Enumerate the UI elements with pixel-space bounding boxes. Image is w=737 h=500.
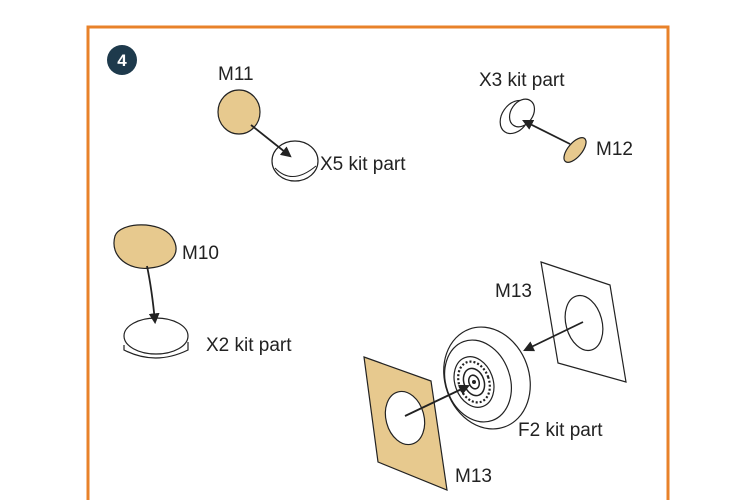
label-m11: M11 (218, 64, 254, 85)
label-x3: X3 kit part (479, 70, 565, 91)
arrow-m13-bottom-f2 (404, 384, 470, 417)
label-m13-bottom: M13 (455, 466, 492, 487)
mask-m13-bottom (363, 356, 448, 491)
label-x2: X2 kit part (206, 335, 292, 356)
label-m12: M12 (596, 139, 633, 160)
arrow-m10-x2 (146, 265, 160, 325)
kit-part-x2 (123, 317, 189, 359)
label-f2: F2 kit part (518, 420, 603, 441)
kit-part-f2-wheel (443, 326, 531, 430)
step-frame (86, 25, 670, 500)
label-m10: M10 (182, 243, 219, 264)
mask-m13-top (540, 261, 627, 383)
arrow-m12-x3 (522, 120, 571, 145)
arrow-m13-top-f2 (523, 321, 584, 352)
step-number: 4 (117, 51, 127, 70)
mask-m11 (217, 89, 261, 135)
mask-m10 (113, 224, 177, 269)
kit-part-x3 (499, 98, 536, 135)
label-x5: X5 kit part (320, 154, 406, 175)
mask-m12 (563, 137, 587, 163)
label-m13-top: M13 (495, 281, 532, 302)
step-badge: 4 (107, 45, 137, 75)
arrow-m11-x5 (250, 124, 292, 158)
